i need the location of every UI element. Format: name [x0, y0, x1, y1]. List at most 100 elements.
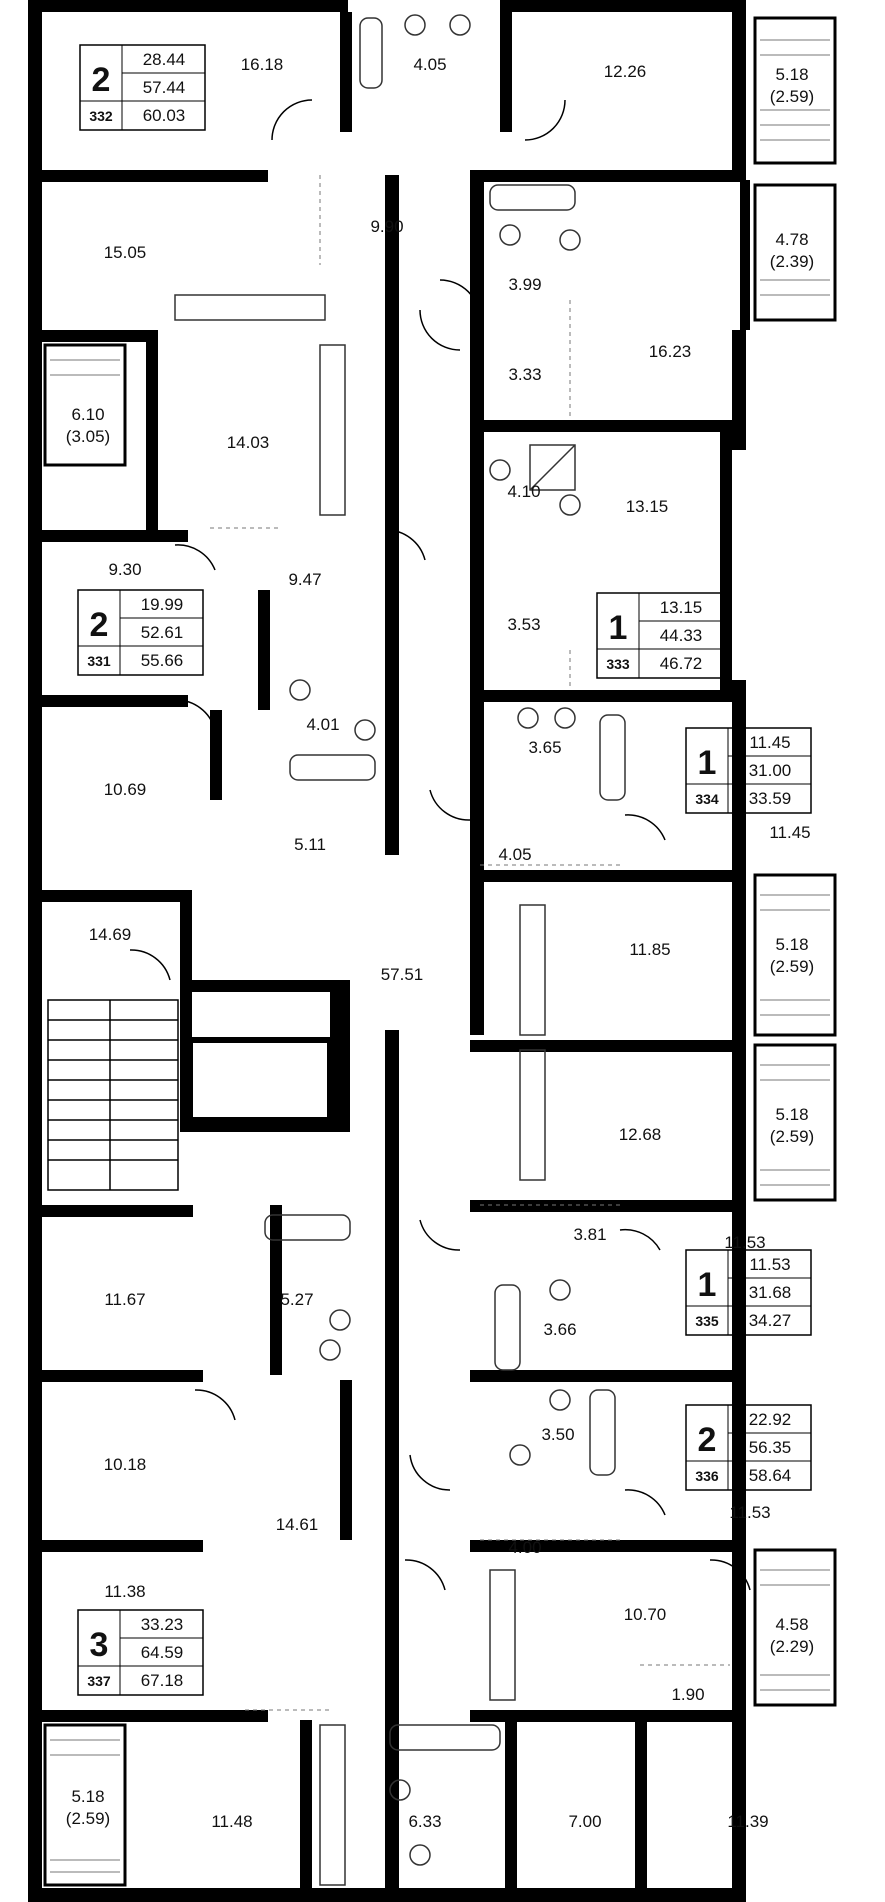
kitchen-counter: [319, 344, 346, 516]
room-area: 4.05: [413, 55, 446, 74]
balcony-area: 5.18: [775, 65, 808, 84]
fixtures: [174, 17, 626, 1886]
apartment-id: 336: [695, 1468, 719, 1484]
balcony-left-1: [43, 343, 127, 467]
room-area: 1.90: [671, 1685, 704, 1704]
shower: [529, 444, 576, 491]
room-area: 9.90: [370, 217, 403, 236]
kitchen-counter: [489, 1569, 516, 1701]
apartment-tag-334: 1 11.45 31.00 334 33.59: [685, 727, 812, 814]
room-area: 11.67: [104, 1290, 145, 1309]
apartment-total-with-balcony: 58.64: [749, 1466, 792, 1485]
door-arc: [709, 1559, 751, 1591]
room-area: 10.70: [624, 1605, 667, 1624]
room-area: 6.33: [408, 1812, 441, 1831]
door-arc: [271, 99, 313, 141]
room-area: 9.47: [288, 570, 321, 589]
balcony-area: 4.58: [775, 1615, 808, 1634]
apartment-tag-331: 2 19.99 52.61 331 55.66: [77, 589, 204, 676]
room-area: 11.53: [729, 1503, 770, 1522]
room-area: 4.10: [507, 482, 540, 501]
apartment-total-with-balcony: 33.59: [749, 789, 792, 808]
door-arc: [174, 544, 216, 571]
room-area: 16.23: [649, 342, 692, 361]
room-area: 4.00: [508, 1538, 541, 1557]
bathtub: [494, 1284, 521, 1371]
door-arc: [409, 1454, 451, 1491]
balcony-area: 4.78: [775, 230, 808, 249]
door-arc: [624, 1489, 666, 1516]
room-area: 4.01: [306, 715, 339, 734]
room-area: 5.11: [294, 835, 326, 854]
balcony-top-right: [753, 16, 837, 165]
kitchen-counter: [174, 294, 326, 321]
balcony-area: 5.18: [775, 935, 808, 954]
fixture-circles: [289, 14, 581, 1866]
zone-lines: [210, 175, 730, 1711]
apartment-rooms: 2: [92, 61, 111, 99]
apartment-id: 331: [87, 653, 111, 669]
room-area: 3.65: [528, 738, 561, 757]
apartment-id: 337: [87, 1673, 111, 1689]
door-arc: [624, 814, 666, 841]
balcony-area-reduced: (2.59): [770, 1127, 814, 1146]
kitchen-counter: [519, 1049, 546, 1181]
apartment-total-area: 31.68: [749, 1283, 792, 1302]
room-area: 15.05: [104, 243, 147, 262]
apartment-id: 332: [89, 108, 113, 124]
door-arc: [194, 1389, 236, 1421]
room-area: 9.30: [108, 560, 141, 579]
apartment-tag-333: 1 13.15 44.33 333 46.72: [596, 592, 723, 679]
bathtub: [359, 17, 383, 89]
balconies: [43, 16, 837, 1887]
apartment-rooms: 1: [698, 1266, 717, 1304]
apartment-total-area: 31.00: [749, 761, 792, 780]
balcony-area-reduced: (2.39): [770, 252, 814, 271]
room-area: 16.18: [241, 55, 284, 74]
apartment-living-area: 33.23: [141, 1615, 184, 1634]
room-area: 14.61: [276, 1515, 319, 1534]
door-arc: [524, 99, 566, 141]
door-arc: [174, 699, 216, 731]
room-area: 10.69: [104, 780, 147, 799]
room-area: 3.81: [573, 1225, 606, 1244]
apartment-total-with-balcony: 60.03: [143, 106, 186, 125]
apartment-living-area: 28.44: [143, 50, 186, 69]
room-labels: 16.18 4.05 12.26 5.18 (2.59) 15.05 9.90 …: [66, 55, 814, 1831]
bathtub: [589, 1389, 616, 1476]
bathtub: [389, 1724, 501, 1751]
apartment-living-area: 22.92: [749, 1410, 792, 1429]
apartment-total-with-balcony: 34.27: [749, 1311, 792, 1330]
apartment-living-area: 11.45: [749, 733, 790, 752]
door-arc: [419, 309, 461, 351]
apartment-id: 335: [695, 1313, 719, 1329]
bathtub: [599, 714, 626, 801]
apartment-tag-332: 2 28.44 57.44 332 60.03: [79, 44, 206, 131]
room-area: 11.48: [211, 1812, 252, 1831]
apartment-total-with-balcony: 46.72: [660, 654, 703, 673]
door-arc: [429, 789, 471, 821]
apartment-tag-337: 3 33.23 64.59 337 67.18: [77, 1609, 204, 1696]
balcony-right-4: [753, 1043, 837, 1202]
balcony-area-reduced: (2.59): [66, 1809, 110, 1828]
apartment-total-area: 64.59: [141, 1643, 184, 1662]
apartment-total-area: 44.33: [660, 626, 703, 645]
balcony-area-reduced: (2.29): [770, 1637, 814, 1656]
balcony-hatching: [50, 39, 830, 1873]
balcony-area-reduced: (2.59): [770, 957, 814, 976]
room-area: 3.66: [543, 1320, 576, 1339]
bathtub: [264, 1214, 351, 1241]
apartment-total-area: 56.35: [749, 1438, 792, 1457]
room-area: 5.27: [280, 1290, 313, 1309]
room-area: 3.50: [541, 1425, 574, 1444]
room-area: 3.33: [508, 365, 541, 384]
apartment-rooms: 1: [698, 744, 717, 782]
room-area: 13.15: [626, 497, 669, 516]
balcony-area-reduced: (3.05): [66, 427, 110, 446]
kitchen-counter: [519, 904, 546, 1036]
balcony-right-2: [753, 183, 837, 322]
apartment-id: 333: [606, 656, 630, 672]
room-area: 14.69: [89, 925, 132, 944]
door-arc: [439, 279, 481, 321]
apartment-rooms: 1: [609, 609, 628, 647]
